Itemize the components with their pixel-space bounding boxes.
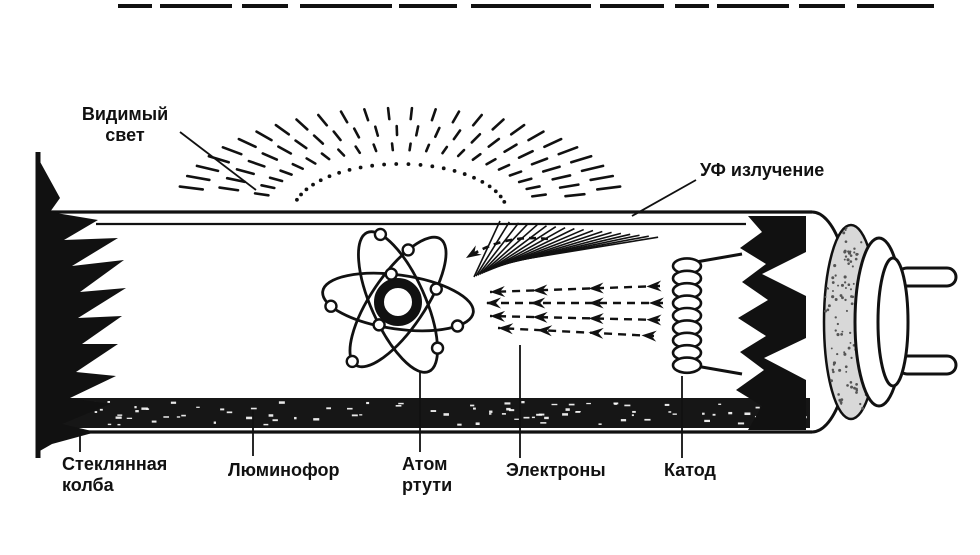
mercury-atom-symbol [321,227,475,374]
label-glass-bulb-line1: Стеклянная [62,454,168,474]
label-visible-light: Видимый свет [70,104,180,146]
label-electrons: Электроны [506,460,606,480]
phosphor-coating [58,398,810,428]
label-mercury-atom-line2: ртути [402,475,453,496]
visible-light-rays [178,106,622,204]
label-visible-light-line1: Видимый [81,104,169,124]
label-phosphor: Люминофор [228,460,340,480]
broken-glass-right [736,216,806,430]
label-cathode: Катод [664,460,716,480]
label-visible-light-line2: свет [105,125,145,146]
label-glass-bulb-line2: колба [62,475,114,496]
label-uv-radiation: УФ излучение [700,160,825,180]
label-glass-bulb: Стеклянная колба [62,454,167,496]
electron-stream [486,280,664,342]
broken-glass-left [35,152,126,458]
label-mercury-atom: Атом ртути [402,454,452,496]
cathode-coil [671,252,743,376]
pin-top [896,266,958,288]
leader-lines [79,131,697,458]
uv-radiation-rays [466,220,659,278]
tube-outline [50,210,812,434]
end-cap [811,210,958,434]
label-mercury-atom-line1: Атом [402,454,448,474]
